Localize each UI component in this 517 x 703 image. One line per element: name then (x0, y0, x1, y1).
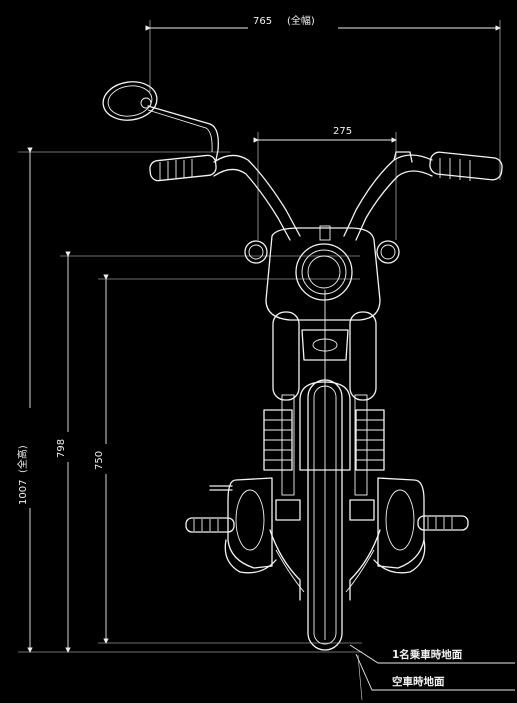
overall-width-dimension: 765 (全幅) (145, 14, 501, 180)
height-750-value: 750 (94, 451, 105, 470)
mirror-icon (102, 81, 219, 161)
height-798-dimension: 798 (56, 251, 76, 653)
ground-contact-tick (357, 654, 363, 701)
unloaded-ground-leader (355, 653, 515, 691)
handlebar-span-value: 275 (333, 126, 352, 137)
handlebar-span-dimension: 275 (253, 123, 397, 240)
loaded-ground-leader (349, 644, 515, 664)
front-wheel (299, 290, 351, 651)
right-footpeg (417, 515, 469, 531)
motorcycle-outline (102, 81, 503, 651)
overall-height-label: (全高) (16, 445, 29, 473)
right-side-cover (373, 477, 426, 574)
overall-width-value: 765 (253, 16, 272, 27)
left-turn-signal (244, 240, 268, 264)
unloaded-ground-label: 空車時地面 (392, 675, 445, 688)
left-footpeg (185, 485, 235, 533)
height-798-value: 798 (56, 439, 67, 458)
loaded-ground-label: 1名乗車時地面 (392, 648, 463, 661)
left-handlebar (149, 154, 301, 241)
right-turn-signal (376, 240, 400, 264)
right-handlebar (343, 151, 503, 241)
overall-height-dimension: 1007 (全高) (16, 147, 38, 653)
lower-frame (269, 499, 381, 601)
overall-width-label: (全幅) (287, 14, 315, 27)
left-side-cover (224, 477, 277, 574)
overall-height-value: 1007 (18, 480, 29, 505)
headlight (265, 225, 381, 321)
ground-labels: 1名乗車時地面 空車時地面 (349, 644, 515, 701)
front-fork (272, 311, 377, 496)
height-750-dimension: 750 (94, 274, 114, 644)
engine (263, 409, 385, 471)
